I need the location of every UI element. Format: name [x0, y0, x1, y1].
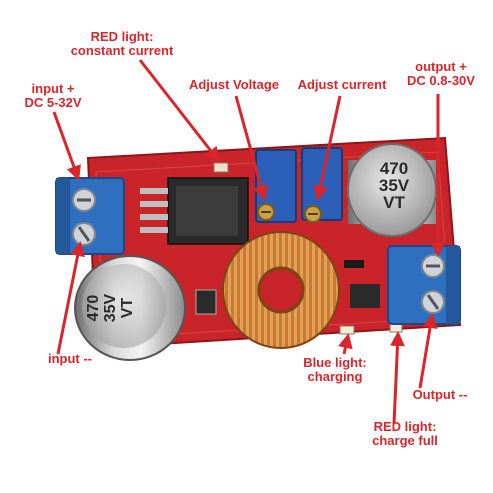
voltage-trimmer — [255, 149, 297, 223]
label-output-plus: output + DC 0.8-30V — [402, 60, 480, 88]
cap-left-line-3: VT — [119, 297, 136, 319]
label-adjust-voltage: Adjust Voltage — [184, 78, 284, 92]
label-adjust-voltage-text: Adjust Voltage — [188, 77, 280, 92]
label-red-light-full-line-2: charge full — [372, 433, 438, 448]
capacitor-left — [74, 255, 186, 361]
red-led-constant-current — [213, 162, 229, 173]
blue-led — [339, 325, 355, 335]
label-input-minus-text: input -- — [47, 351, 93, 366]
smd-diode — [195, 289, 217, 315]
cap-left-line-2: 35V — [102, 293, 119, 323]
label-input-plus-line-2: DC 5-32V — [24, 95, 82, 110]
label-adjust-current: Adjust current — [294, 78, 390, 92]
label-blue-light-line-2: charging — [307, 369, 363, 384]
label-output-minus: Output -- — [406, 388, 474, 402]
label-red-light-cc-line-1: RED light: — [90, 29, 154, 44]
regulator-ic — [140, 177, 249, 245]
capacitor-left-marking: 470 35V VT — [85, 285, 136, 331]
capacitor-right-marking: 470 35V VT — [372, 160, 416, 211]
capacitor-right — [347, 143, 437, 237]
label-output-plus-line-1: output + — [415, 59, 467, 74]
input-terminal-block — [55, 177, 125, 255]
label-output-minus-text: Output -- — [412, 387, 468, 402]
label-adjust-current-text: Adjust current — [297, 77, 387, 92]
label-blue-light-line-1: Blue light: — [303, 355, 367, 370]
label-blue-light-charging: Blue light: charging — [292, 356, 378, 384]
cap-right-line-1: 470 — [379, 159, 409, 178]
label-input-plus-line-1: input + — [31, 81, 75, 96]
annotation-arrows — [52, 59, 446, 425]
red-led-charge-full — [389, 323, 403, 333]
smd-chip — [350, 284, 380, 308]
toroid-inductor — [222, 231, 340, 349]
label-red-light-charge-full: RED light: charge full — [362, 420, 448, 448]
label-input-plus: input + DC 5-32V — [18, 82, 88, 110]
label-output-plus-line-2: DC 0.8-30V — [407, 73, 475, 88]
label-red-light-cc-line-2: constant current — [70, 43, 174, 58]
label-input-minus: input -- — [40, 352, 100, 366]
cap-right-line-2: 35V — [378, 176, 410, 195]
cap-left-line-1: 470 — [85, 294, 102, 322]
cap-right-line-3: VT — [383, 193, 405, 212]
output-terminal-block — [387, 245, 461, 325]
label-red-light-full-line-1: RED light: — [373, 419, 437, 434]
smd-resistor — [344, 260, 364, 268]
label-red-light-constant-current: RED light: constant current — [62, 30, 182, 58]
